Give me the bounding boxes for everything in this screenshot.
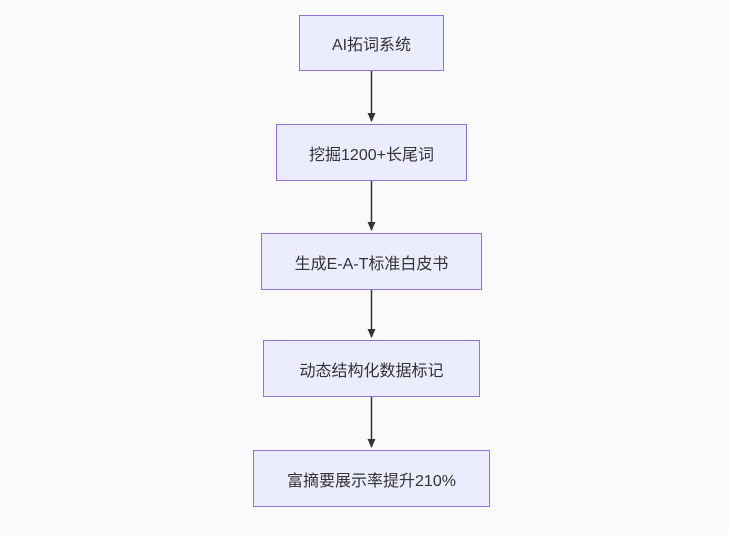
flowchart-node-rich-snippet-rate: 富摘要展示率提升210% xyxy=(253,450,490,507)
flowchart-node-ai-keyword-system: AI拓词系统 xyxy=(299,15,444,71)
flowchart-node-structured-data-markup: 动态结构化数据标记 xyxy=(263,340,480,397)
flowchart-node-longtail-mining: 挖掘1200+长尾词 xyxy=(276,124,467,181)
flowchart-node-eat-whitepaper: 生成E-A-T标准白皮书 xyxy=(261,233,482,290)
